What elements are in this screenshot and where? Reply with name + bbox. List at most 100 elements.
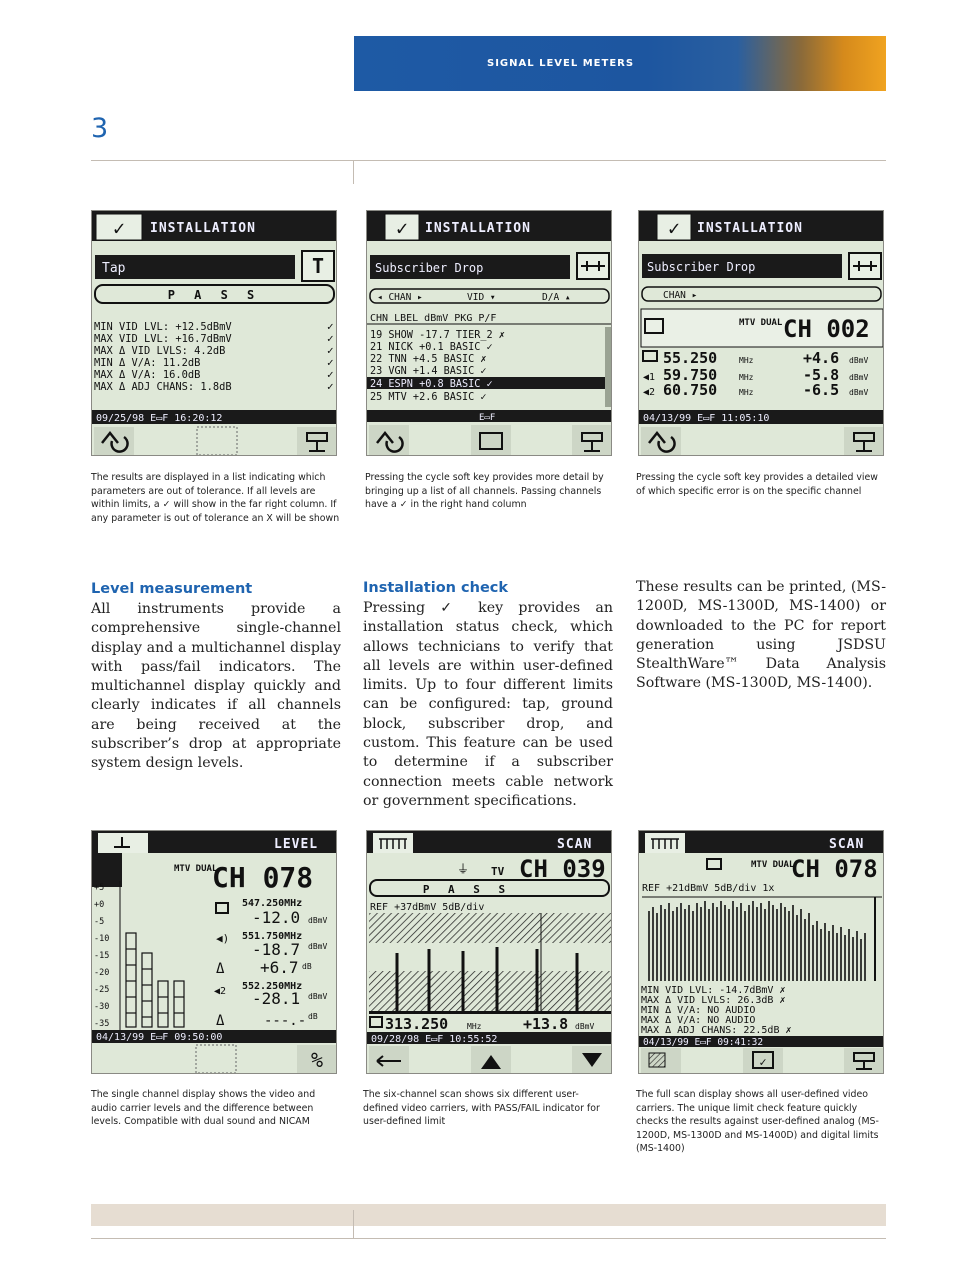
- status-bar: 04/13/99 E▭F 09:41:32: [643, 1037, 763, 1048]
- channel-row-selected: 24 ESPN +0.8 BASIC ✓: [370, 379, 493, 390]
- svg-text:Δ: Δ: [216, 961, 225, 977]
- page-number: 3: [91, 113, 109, 144]
- heading-level-measurement: Level measurement: [91, 581, 253, 597]
- status-bar: 09/28/98 E▭F 10:55:52: [371, 1034, 497, 1045]
- svg-text:◀2: ◀2: [643, 387, 655, 398]
- svg-text:✓: ✓: [327, 320, 334, 333]
- scale-label: -5: [94, 917, 104, 927]
- result-row: MAX Δ VID LVLS: 4.2dB: [94, 345, 225, 357]
- screen-field: Subscriber Drop: [647, 260, 755, 274]
- tab-chan: ◂ CHAN ▸: [377, 292, 423, 303]
- reading-level: -12.0: [252, 908, 300, 927]
- carrier-level: -5.8: [803, 366, 839, 384]
- scale-label: -15: [94, 951, 109, 961]
- installation-check-body: Pressing ✓ key provides an installation …: [363, 600, 613, 809]
- carrier-level: +4.6: [803, 349, 839, 367]
- screen-title: SCAN: [557, 837, 592, 852]
- mode-label: TV: [491, 865, 505, 878]
- svg-text:✓: ✓: [759, 1055, 766, 1069]
- carrier-level-unit: dBmV: [849, 388, 868, 397]
- reading-unit: dBmV: [308, 992, 327, 1001]
- svg-text:✓: ✓: [668, 216, 680, 240]
- softkey-cycle-icon: [94, 427, 134, 455]
- svg-text:Δ: Δ: [216, 1013, 225, 1029]
- scale-label: -20: [94, 968, 109, 978]
- screen-full-scan: SCAN MTV DUAL CH 078 REF +21dBmV 5dB/div…: [638, 830, 884, 1074]
- footer-rule: [91, 1238, 886, 1239]
- scale-label: -25: [94, 985, 109, 995]
- status-bar: 04/13/99 E▭F 11:05:10: [643, 413, 769, 424]
- scale-label: -30: [94, 1002, 109, 1012]
- carrier-freq: 60.750: [663, 381, 717, 399]
- screen-title: INSTALLATION: [697, 221, 803, 236]
- status-bar: 04/13/99 E▭F 09:50:00: [96, 1032, 222, 1043]
- screen-installation-tap: ✓ INSTALLATION Tap T P A S S MIN VID LVL…: [91, 210, 337, 456]
- channel-row: 23 VGN +1.4 BASIC ✓: [370, 366, 487, 377]
- softkey-cycle-icon: [641, 427, 681, 455]
- header-rule: [91, 160, 886, 161]
- screen-channel-detail: ✓ INSTALLATION Subscriber Drop CHAN ▸ MT…: [638, 210, 884, 456]
- header-banner: SIGNAL LEVEL METERS: [354, 36, 886, 91]
- channel-row: 19 SHOW -17.7 TIER_2 ✗: [370, 330, 505, 341]
- limit-row: MAX Δ V/A: NO AUDIO: [641, 1015, 755, 1026]
- scale-label: +0: [94, 900, 104, 910]
- result-row: MAX Δ V/A: 16.0dB: [94, 369, 200, 381]
- marker-level-unit: dBmV: [575, 1022, 594, 1031]
- svg-text:✓: ✓: [327, 368, 334, 381]
- carrier-level-unit: dBmV: [849, 373, 868, 382]
- tab-chan: CHAN ▸: [663, 290, 697, 301]
- screen-field: Subscriber Drop: [375, 261, 483, 275]
- scan-carriers: [395, 947, 579, 1013]
- softkey-scan-mode-icon: [641, 1048, 681, 1073]
- scale-label: -35: [94, 1019, 109, 1029]
- svg-text:✓: ✓: [113, 216, 125, 240]
- softkey-tv-icon: [471, 425, 511, 455]
- printing-body: These results can be printed, (MS-1200D,…: [636, 579, 886, 692]
- result-row: MAX Δ ADJ CHANS: 1.8dB: [94, 381, 232, 393]
- carrier-unit: MHz: [739, 388, 754, 397]
- softkey-marker-left-icon: [369, 1046, 409, 1073]
- mode-label: MTV DUAL: [751, 860, 795, 870]
- banner-label: SIGNAL LEVEL METERS: [487, 58, 635, 69]
- ref-level: REF +37dBmV 5dB/div: [370, 902, 484, 913]
- status-bar: E▭F: [479, 413, 495, 423]
- svg-text:◀2: ◀2: [214, 986, 226, 997]
- channel-row: 21 NICK +0.1 BASIC ✓: [370, 342, 493, 353]
- svg-text:✓: ✓: [327, 380, 334, 393]
- reading-level: -18.7: [252, 940, 300, 959]
- mode-label: MTV DUAL: [174, 864, 218, 874]
- reading-level: -28.1: [252, 989, 300, 1008]
- svg-text:%: %: [311, 1048, 323, 1072]
- svg-text:⏚: ⏚: [457, 862, 469, 876]
- svg-text:✓: ✓: [327, 344, 334, 357]
- level-measurement-body: All instruments provide a comprehensive …: [91, 601, 341, 772]
- screen-title: LEVEL: [274, 837, 318, 852]
- softkey-up-icon: [471, 1046, 511, 1073]
- reading-unit: dBmV: [308, 916, 327, 925]
- softkey-cycle-icon: [369, 425, 409, 455]
- result-row: MAX VID LVL: +16.7dBmV: [94, 333, 232, 345]
- screen-level: LEVEL MTV DUAL CH 078 +5 +0 -5 -10 -15 -…: [91, 830, 337, 1074]
- reading-freq: 552.250MHz: [242, 981, 302, 992]
- reading-level: +6.7: [260, 958, 299, 977]
- reading-unit: dB: [308, 1012, 318, 1021]
- carrier-freq: 59.750: [663, 366, 717, 384]
- limit-row: MIN VID LVL: -14.7dBmV ✗: [641, 985, 786, 996]
- svg-text:✓: ✓: [327, 356, 334, 369]
- softkey-tap-icon: [297, 427, 336, 455]
- svg-text:✓: ✓: [327, 332, 334, 345]
- channel-row: 22 TNN +4.5 BASIC ✗: [370, 354, 487, 365]
- carrier-level: -6.5: [803, 381, 839, 399]
- channel-number: CH 002: [783, 315, 870, 343]
- screen-title: INSTALLATION: [425, 221, 531, 236]
- ref-level: REF +21dBmV 5dB/div 1x: [642, 883, 774, 894]
- carrier-unit: MHz: [739, 356, 754, 365]
- tab-da: D/A ▴: [542, 292, 571, 303]
- carrier-freq: 55.250: [663, 349, 717, 367]
- reading-unit: dBmV: [308, 942, 327, 951]
- svg-text:◀1: ◀1: [643, 372, 655, 383]
- result-row: MIN Δ V/A: 11.2dB: [94, 357, 200, 369]
- footer-divider: [353, 1210, 354, 1238]
- check-column: ✓✓✓ ✓✓✓: [327, 320, 334, 393]
- marker-level: +13.8: [523, 1015, 568, 1033]
